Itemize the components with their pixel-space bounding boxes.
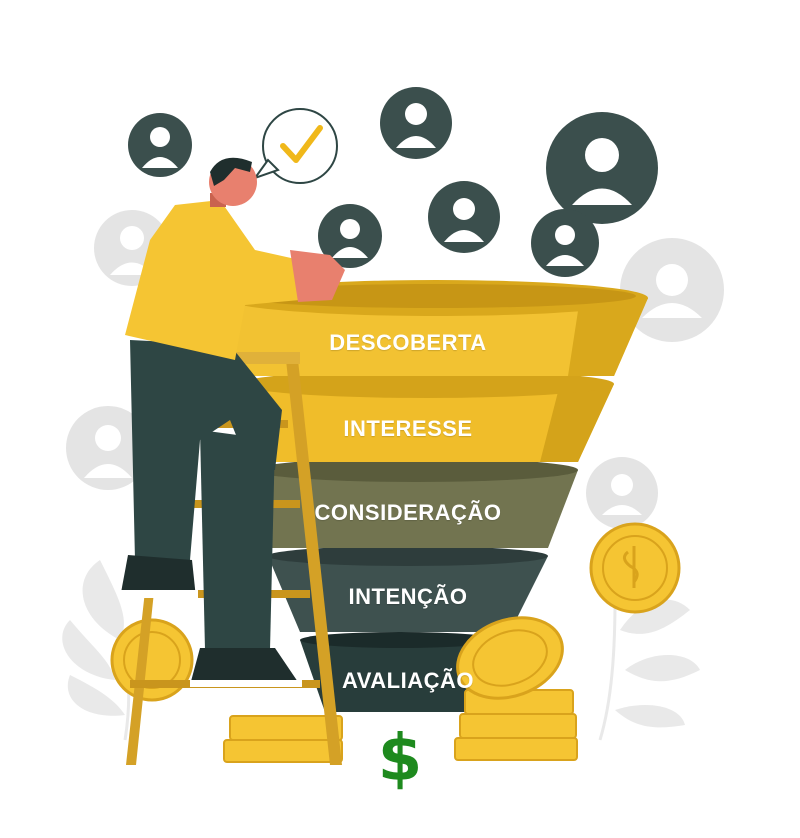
checkmark-icon — [280, 125, 323, 163]
person-illustration — [120, 157, 345, 687]
user-avatar-icon-dark-3 — [546, 112, 658, 224]
coin-stack-left — [223, 715, 343, 763]
leaf-icon-left — [62, 560, 131, 741]
speech-bubble — [252, 108, 338, 184]
user-avatar-icon-dark-2 — [380, 87, 452, 159]
funnel-stage-4 — [268, 546, 548, 632]
funnel-stage-label-intencao: INTENÇÃO — [348, 584, 468, 609]
dollar-sign-icon: $ — [377, 722, 423, 796]
user-avatar-icon-dark-1 — [128, 113, 192, 177]
funnel-stage-label-consideracao: CONSIDERAÇÃO — [314, 500, 502, 525]
user-avatar-icon-dark-5 — [318, 204, 382, 268]
funnel-stage-label-descoberta: DESCOBERTA — [329, 330, 487, 355]
user-avatar-icon-dark-6 — [531, 209, 599, 277]
funnel-stage-5 — [300, 632, 500, 712]
funnel-stage-3 — [254, 458, 578, 548]
user-avatar-icon-grey-3 — [620, 238, 724, 342]
user-avatar-icon-dark-4 — [428, 181, 500, 253]
funnel-stage-label-interesse: INTERESSE — [343, 416, 473, 441]
coin-icon-3 — [589, 522, 681, 614]
coin-icon-2 — [456, 616, 564, 700]
user-avatar-icon-grey-2 — [66, 406, 150, 490]
funnel — [224, 280, 648, 712]
funnel-stage-label-avaliacao: AVALIAÇÃO — [341, 668, 474, 693]
user-avatar-icon-grey-4 — [586, 457, 658, 529]
funnel-stage-1 — [224, 280, 648, 376]
coin-stack-right — [454, 689, 578, 761]
funnel-stage-2 — [240, 370, 614, 462]
